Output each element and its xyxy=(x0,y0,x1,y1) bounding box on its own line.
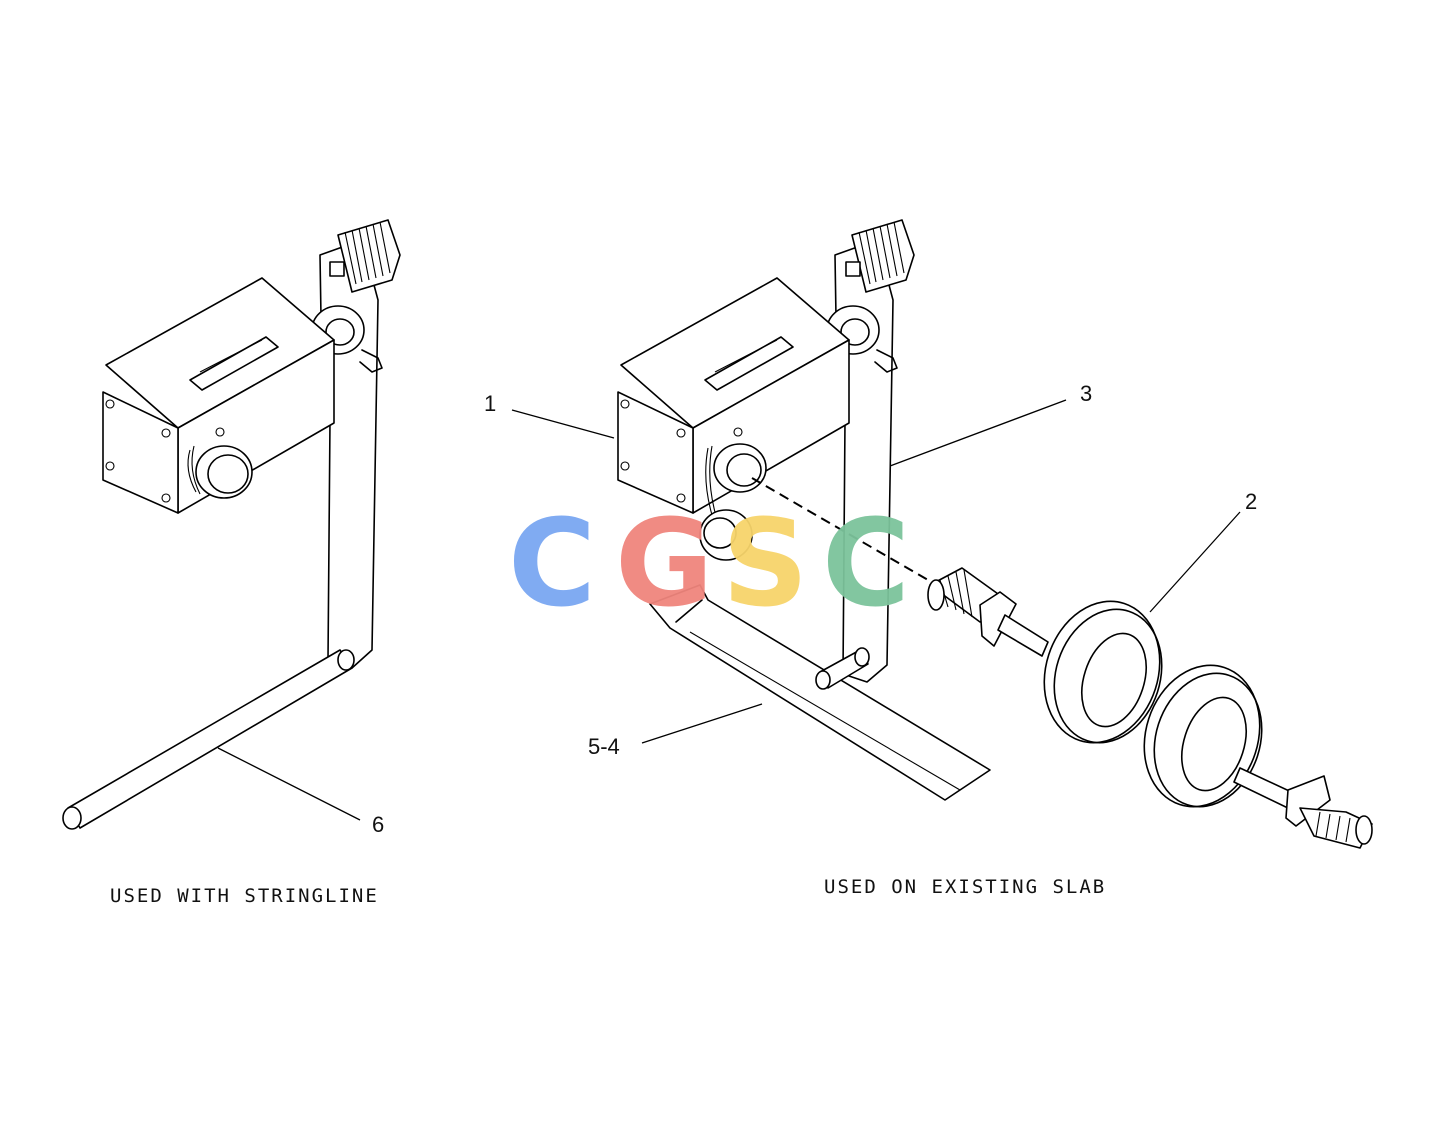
leader-lines xyxy=(217,399,1241,821)
left-stringline-rod xyxy=(62,649,355,830)
right-box-connector xyxy=(699,443,767,561)
callout-3: 3 xyxy=(1080,381,1092,406)
watermark-letter-3: S xyxy=(722,495,808,634)
left-box-connector xyxy=(187,445,253,499)
leader-1 xyxy=(511,409,615,439)
left-threaded-knob xyxy=(329,219,401,293)
caption-right: USED ON EXISTING SLAB xyxy=(824,876,1106,898)
cable-near-connector xyxy=(927,567,1049,657)
cable-far-connector xyxy=(1233,767,1373,849)
leader-3 xyxy=(889,399,1067,467)
leader-2 xyxy=(1149,511,1241,613)
left-sensor-assembly xyxy=(62,219,401,830)
right-sensor-assembly xyxy=(617,219,991,801)
coiled-cable xyxy=(927,567,1373,849)
caption-left: USED WITH STRINGLINE xyxy=(110,885,379,907)
watermark-letter-1: C xyxy=(508,495,596,634)
callout-6: 6 xyxy=(372,812,384,837)
leader-5-4 xyxy=(641,703,763,744)
connection-dashed-line xyxy=(751,477,929,581)
leader-6 xyxy=(217,747,361,821)
watermark-logo: C G S C xyxy=(508,495,910,634)
callout-1: 1 xyxy=(484,391,496,416)
callout-2: 2 xyxy=(1245,489,1257,514)
callout-5-4: 5-4 xyxy=(588,734,620,759)
watermark-letter-2: G xyxy=(615,495,714,634)
cable-coils xyxy=(1043,600,1263,808)
watermark-letter-4: C xyxy=(822,495,910,634)
skid-foot xyxy=(649,584,991,801)
left-vertical-arm xyxy=(319,239,379,669)
right-rod-stub xyxy=(815,647,870,690)
right-threaded-knob xyxy=(845,219,915,293)
